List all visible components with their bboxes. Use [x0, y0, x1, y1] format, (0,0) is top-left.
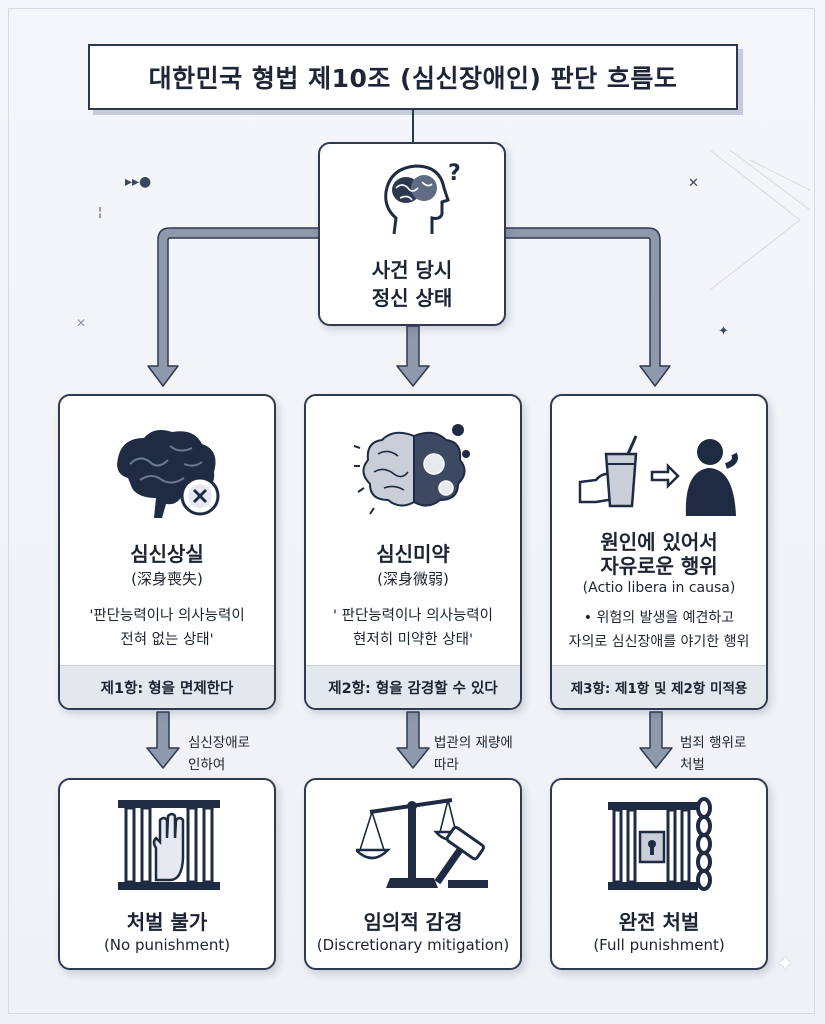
jail-chain-icon — [606, 796, 718, 894]
branch3-subtitle: (Actio libera in causa) — [582, 580, 736, 596]
branch-card-diminished: 심신미약 (深身微弱) ' 판단능력이나 의사능력이 현저히 미약한 상태' 제… — [304, 394, 522, 710]
branch-card-insanity: 심신상실 (深身喪失) '판단능력이나 의사능력이 전혀 없는 상태' 제1항:… — [58, 394, 276, 710]
result-card-full-punishment: 완전 처벌 (Full punishment) — [550, 778, 768, 970]
branch2-subtitle: (深身微弱) — [377, 570, 449, 588]
drink-to-person-icon — [576, 432, 748, 518]
branch2-title: 심신미약 — [376, 542, 450, 566]
branch3-title-line1: 원인에 있어서 — [600, 530, 718, 554]
branch1-desc-line2: 전혀 없는 상태' — [120, 632, 214, 648]
arrow-note-2: 법관의 재량에 따라 — [434, 732, 513, 776]
branch3-title-line2: 자유로운 행위 — [600, 554, 718, 578]
branch1-desc-line1: '판단능력이나 의사능력이 — [89, 608, 245, 624]
root-card: ? 사건 당시 정신 상태 — [318, 142, 506, 326]
branch-card-actio-libera: 원인에 있어서 자유로운 행위 (Actio libera in causa) … — [550, 394, 768, 710]
corner-sparkle-icon: ✦ — [776, 952, 795, 977]
decor-sparkle-icon: ✕ — [76, 316, 87, 330]
root-line2: 정신 상태 — [371, 286, 453, 310]
branch2-desc-line2: 현저히 미약한 상태' — [353, 632, 473, 648]
page-title: 대한민국 형법 제10조 (심신장애인) 판단 흐름도 — [88, 44, 738, 110]
brain-gears-icon — [354, 418, 478, 528]
result2-subtitle: (Discretionary mitigation) — [316, 936, 510, 954]
arrow-note-2-line2: 따라 — [434, 757, 459, 773]
arrow-note-3: 범죄 행위로 처벌 — [680, 732, 746, 776]
head-brain-question-icon: ? — [382, 158, 462, 244]
jail-hand-icon — [116, 798, 222, 892]
decor-lines — [709, 150, 810, 290]
arrow-note-1-line1: 심신장애로 — [188, 735, 251, 751]
branch3-desc-line1: • 위험의 발생을 예견하고 — [583, 610, 735, 626]
branch3-rule: 제3항: 제1항 및 제2항 미적용 — [552, 665, 766, 708]
branch2-rule: 제2항: 형을 감경할 수 있다 — [306, 665, 520, 708]
branch3-desc-line2: 자의로 심신장애를 야기한 행위 — [568, 634, 750, 650]
branch2-desc-line1: ' 판단능력이나 의사능력이 — [333, 608, 493, 624]
decor-arrows-icon: ▸▸● — [125, 174, 152, 190]
result1-subtitle: (No punishment) — [103, 936, 231, 954]
arrow-note-2-line1: 법관의 재량에 — [434, 735, 513, 751]
arrow-note-1: 심신장애로 인하여 — [188, 732, 250, 776]
decor-ticks-icon: ¦ — [98, 205, 103, 219]
page-frame — [8, 8, 815, 1014]
branch1-title: 심신상실 — [130, 542, 204, 566]
branch1-rule: 제1항: 형을 면제한다 — [60, 665, 274, 708]
result3-subtitle: (Full punishment) — [593, 936, 725, 954]
arrow-note-1-line2: 인하여 — [188, 757, 226, 773]
decor-star-icon: ✦ — [718, 324, 729, 339]
result1-title: 처벌 불가 — [126, 910, 208, 934]
result-card-no-punishment: 처벌 불가 (No punishment) — [58, 778, 276, 970]
arrow-note-3-line1: 범죄 행위로 — [680, 735, 747, 751]
result-card-mitigation: 임의적 감경 (Discretionary mitigation) — [304, 778, 522, 970]
result2-title: 임의적 감경 — [363, 910, 463, 934]
brain-cross-icon — [110, 424, 228, 524]
arrow-note-3-line2: 처벌 — [680, 757, 705, 773]
branch1-subtitle: (深身喪失) — [131, 570, 203, 588]
result3-title: 완전 처벌 — [618, 910, 700, 934]
scale-gavel-icon — [356, 796, 496, 894]
root-line1: 사건 당시 — [371, 258, 453, 282]
svg-text:?: ? — [448, 161, 461, 186]
decor-sparkle-icon: ✕ — [688, 176, 699, 191]
